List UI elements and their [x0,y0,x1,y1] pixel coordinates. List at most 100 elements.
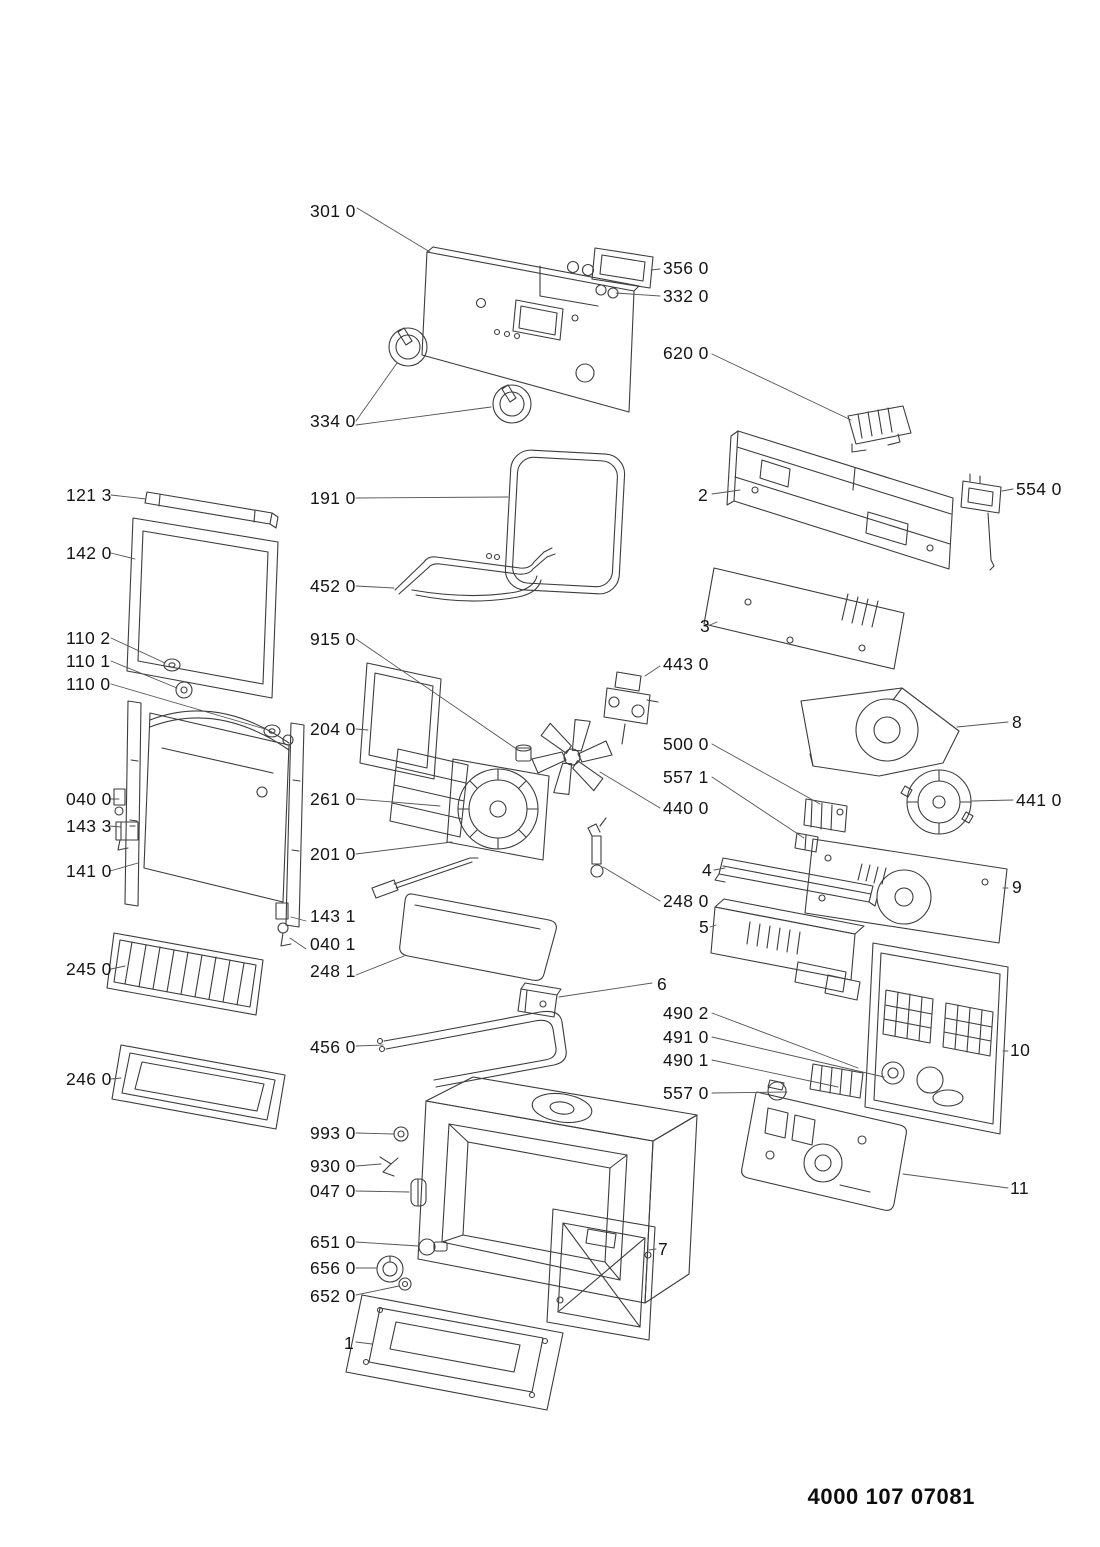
fan-blade-drawing [531,719,613,795]
part-label-656-0: 656 0 [310,1258,356,1278]
display-module-drawing [539,247,654,307]
door-outer-glass-drawing [126,517,279,699]
part-label-500-0: 500 0 [663,734,709,754]
part-label-110-2: 110 2 [66,628,111,648]
callout-3: 3 [700,616,711,636]
lower-bracket-drawing [710,898,865,1001]
part-label-652-0: 652 0 [310,1286,356,1306]
thermostat-switch-drawing [960,473,1002,571]
wire-shelf-drawing [106,932,264,1016]
part-label-915-0: 915 0 [310,629,356,649]
control-knobs-drawing [388,327,532,424]
part-label-441-0: 441 0 [1016,790,1062,810]
callout-1: 1 [344,1333,355,1353]
callout-11: 11 [1010,1178,1029,1198]
part-label-334-0: 334 0 [310,411,356,431]
door-gasket-drawing [504,449,626,595]
part-label-443-0: 443 0 [663,654,709,674]
part-label-930-0: 930 0 [310,1156,356,1176]
part-label-332-0: 332 0 [663,286,709,306]
control-panel-drawing [421,246,640,413]
part-label-245-0: 245 0 [66,959,112,979]
part-label-141-0: 141 0 [66,861,112,881]
fan-scroll-housing-drawing [800,687,960,777]
part-label-143-1: 143 1 [310,906,356,926]
cavity-top-panel-drawing [804,838,1008,944]
part-label-557-0: 557 0 [663,1083,709,1103]
small-cap-drawing [515,744,532,762]
oven-cavity-drawing [417,1076,698,1304]
probe-part-drawing [587,817,607,878]
baking-tray-drawing [111,1044,286,1130]
part-label-620-0: 620 0 [663,343,709,363]
callout-8: 8 [1012,712,1023,732]
grill-element-drawing [376,1010,567,1088]
part-label-554-0: 554 0 [1016,479,1062,499]
part-label-191-0: 191 0 [310,488,356,508]
rear-frame-drawing [546,1208,656,1341]
part-label-491-0: 491 0 [663,1027,709,1047]
part-label-248-1: 248 1 [310,961,356,981]
part-label-490-1: 490 1 [663,1050,709,1070]
part-label-490-2: 490 2 [663,1003,709,1023]
shaft-tool-drawing [371,857,479,899]
callout-5: 5 [699,917,710,937]
door-top-trim-drawing [144,491,279,529]
insulation-panel-drawing [703,567,905,670]
part-label-204-0: 204 0 [310,719,356,739]
callout-9: 9 [1012,877,1023,897]
part-label-142-0: 142 0 [66,543,112,563]
spacer-047-drawing [410,1178,427,1207]
part-label-301-0: 301 0 [310,201,356,221]
knob-656-drawing [376,1255,404,1283]
convection-fan-motor-drawing [446,758,550,861]
callout-10: 10 [1010,1040,1031,1060]
relay-module-drawing [847,405,912,453]
part-label-651-0: 651 0 [310,1232,356,1252]
shaft-651-drawing [418,1238,448,1256]
top-heating-element-drawing [394,547,556,602]
ring-652-drawing [398,1277,412,1291]
callout-2: 2 [698,485,709,505]
part-label-993-0: 993 0 [310,1123,356,1143]
part-label-248-0: 248 0 [663,891,709,911]
part-label-201-0: 201 0 [310,844,356,864]
part-label-121-3: 121 3 [66,485,112,505]
door-hinge-left-drawing [113,788,139,851]
part-label-110-0: 110 0 [66,674,111,694]
part-label-110-1: 110 1 [66,651,111,671]
part-label-040-1: 040 1 [310,934,356,954]
part-label-456-0: 456 0 [310,1037,356,1057]
shelf-runner-rack-drawing [389,748,469,838]
wire-frame-drawing [399,893,557,981]
door-inner-assembly-drawing [124,700,305,947]
callout-7: 7 [658,1239,669,1259]
shelf-support-rail-drawing [714,857,878,907]
rear-crossbar-drawing [726,430,954,570]
part-label-246-0: 246 0 [66,1069,112,1089]
part-label-040-0: 040 0 [66,789,112,809]
leader-lines [109,207,1014,1345]
rear-panel-drawing [864,942,1009,1135]
small-bracket-drawing [517,982,562,1018]
terminal-block-drawing [767,1061,905,1101]
part-label-047-0: 047 0 [310,1181,356,1201]
callout-6: 6 [657,974,668,994]
valve-drawing [603,671,659,745]
part-label-143-3: 143 3 [66,816,112,836]
fastener-993-drawing [393,1126,409,1142]
part-label-557-1: 557 1 [663,767,709,787]
bottom-panel-drawing [345,1294,564,1411]
part-label-452-0: 452 0 [310,576,356,596]
part-label-440-0: 440 0 [663,798,709,818]
part-label-261-0: 261 0 [310,789,356,809]
fan-motor-drawing [900,769,974,835]
mounting-plate-drawing [741,1091,907,1211]
door-bushings-drawing [163,658,294,746]
part-label-356-0: 356 0 [663,258,709,278]
motor-bracket-drawing [794,798,848,853]
side-panel-rack-drawing [359,662,442,780]
callout-4: 4 [702,860,713,880]
